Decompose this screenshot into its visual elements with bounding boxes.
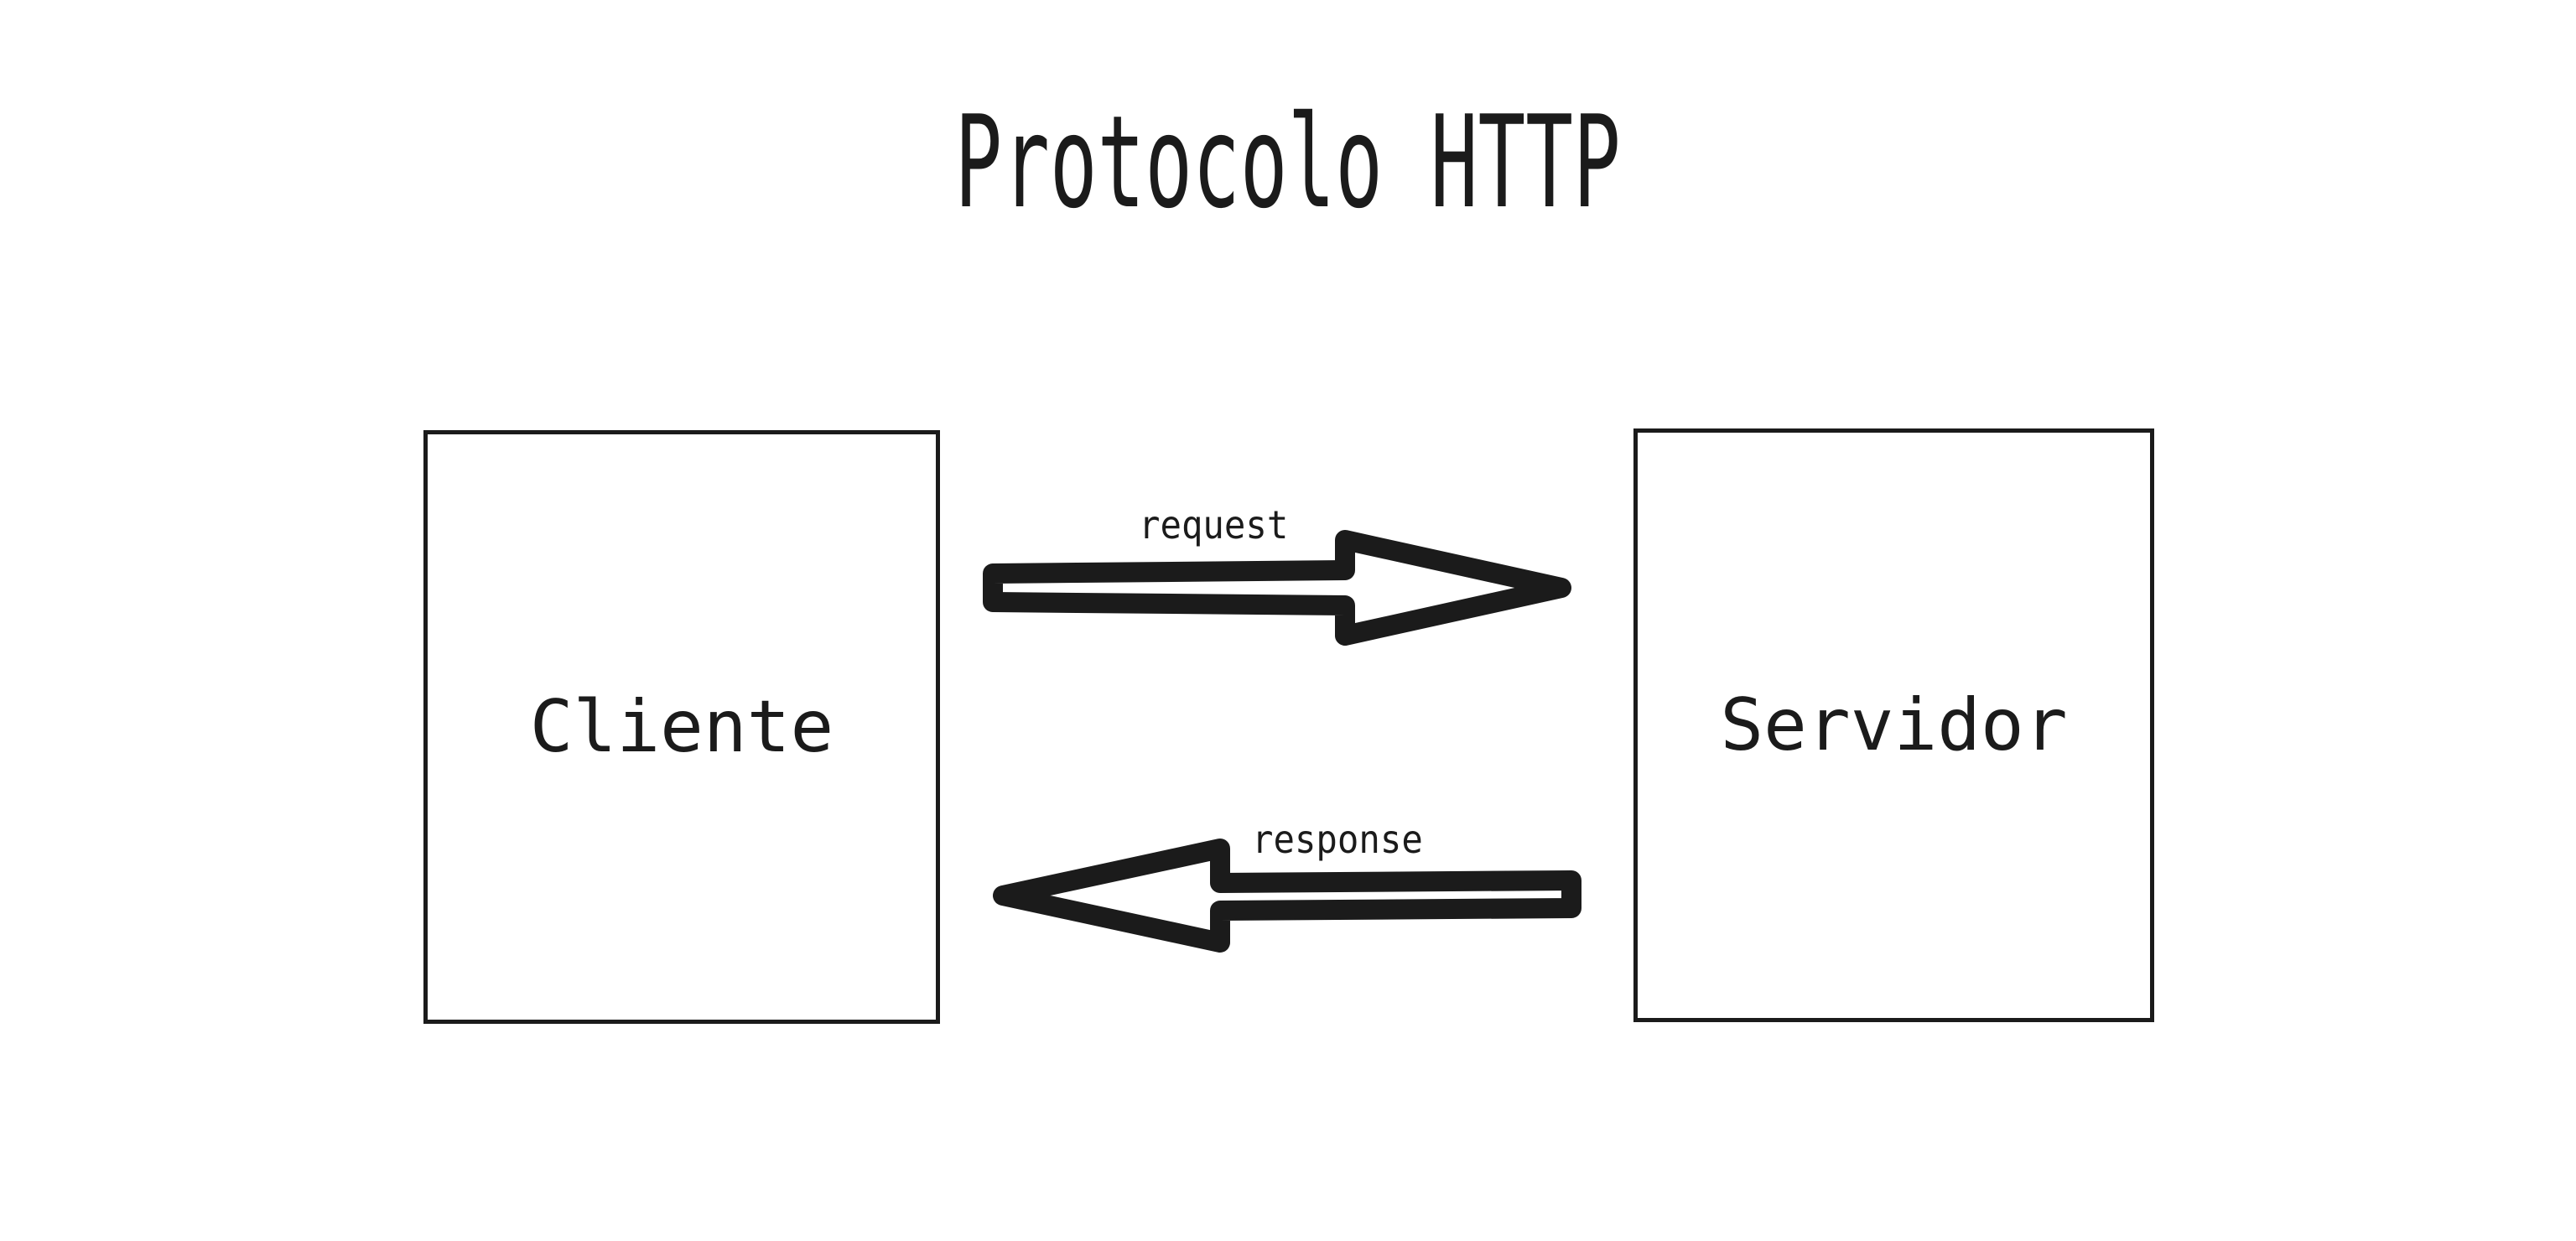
node-client-label: Cliente xyxy=(529,685,834,769)
node-server-label: Servidor xyxy=(1720,683,2068,767)
response-arrow-icon xyxy=(993,839,1581,953)
node-server: Servidor xyxy=(1633,428,2154,1022)
page-title-text: Protocolo HTTP xyxy=(954,88,1622,236)
request-arrow-icon xyxy=(983,530,1571,646)
node-client: Cliente xyxy=(423,430,940,1024)
edge-label-response: response xyxy=(1252,817,1423,862)
edge-label-request: request xyxy=(1139,502,1289,548)
page-title: Protocolo HTTP xyxy=(0,99,2576,226)
